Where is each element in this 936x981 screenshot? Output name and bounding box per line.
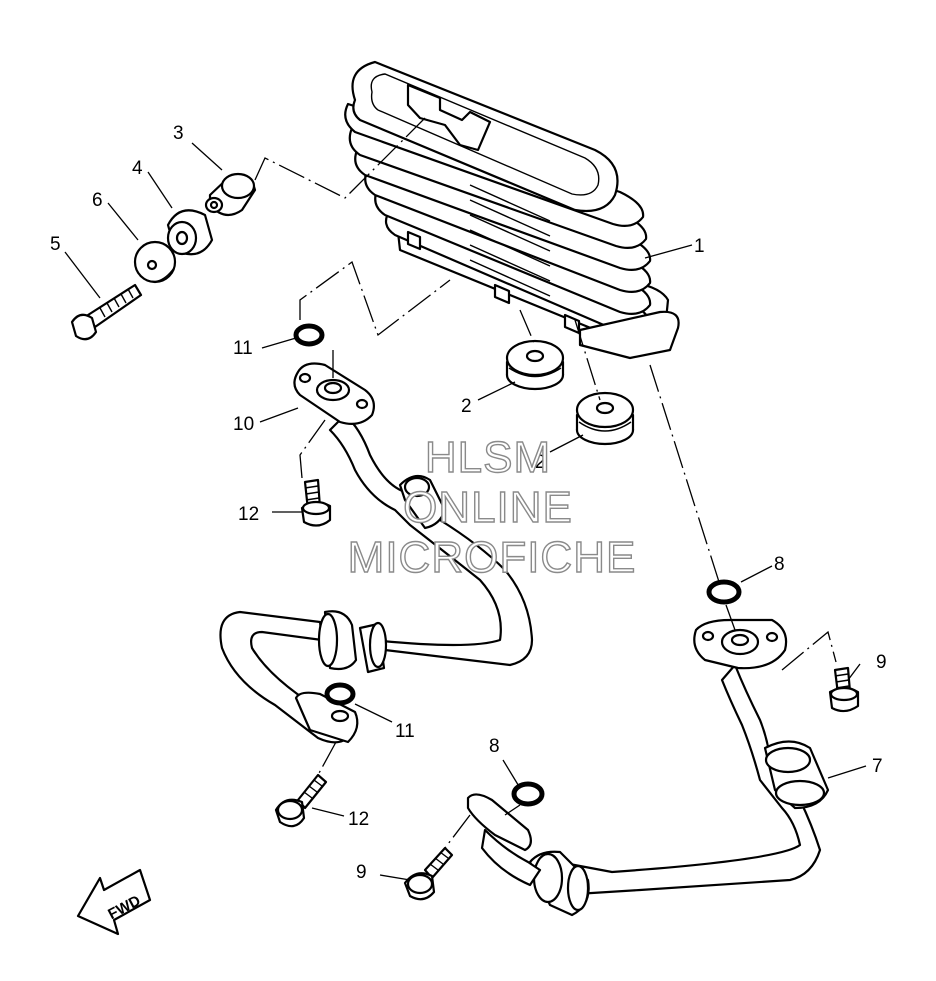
o-ring-11-upper[interactable]: [293, 323, 325, 347]
callout-2-upper[interactable]: 2: [461, 396, 472, 417]
bolt-12-upper[interactable]: [300, 478, 332, 527]
callout-12-lower[interactable]: 12: [348, 809, 369, 830]
bolt-12-lower[interactable]: [274, 773, 328, 828]
callout-labels: 1 2 2 3 4 5 6 7 8 8 9 9 10 11 11 12 12: [50, 123, 887, 883]
callout-9-lower[interactable]: 9: [356, 862, 367, 883]
lower-oil-pipe-left[interactable]: [219, 610, 388, 744]
callout-4[interactable]: 4: [132, 158, 143, 179]
callout-8-lower[interactable]: 8: [489, 736, 500, 757]
bolt-9-lower[interactable]: [403, 846, 454, 901]
callout-9-upper[interactable]: 9: [876, 652, 887, 673]
callout-3[interactable]: 3: [173, 123, 184, 144]
bolt-9-upper[interactable]: [828, 666, 860, 713]
grommet-upper[interactable]: [505, 339, 565, 391]
callout-7[interactable]: 7: [872, 756, 883, 777]
watermark: HLSM ONLINE MICROFICHE: [347, 432, 637, 582]
watermark-line-3: MICROFICHE: [348, 533, 637, 582]
callout-2-lower[interactable]: 2: [535, 452, 546, 473]
bolt-long[interactable]: [70, 283, 143, 341]
watermark-line-1: HLSM: [425, 433, 551, 482]
callout-11-upper[interactable]: 11: [233, 338, 253, 359]
damper[interactable]: [166, 209, 214, 256]
oil-hose-right[interactable]: [466, 618, 830, 917]
callout-11-lower[interactable]: 11: [395, 721, 415, 742]
o-ring-11-lower[interactable]: [324, 682, 356, 706]
o-ring-8-lower[interactable]: [511, 781, 545, 807]
leader-lines: [64, 142, 867, 881]
oil-cooler[interactable]: [344, 60, 680, 360]
grommet-lower[interactable]: [575, 391, 635, 446]
assembly-lines: [254, 117, 837, 849]
washer[interactable]: [133, 240, 177, 284]
fwd-arrow-icon: FWD: [76, 868, 152, 936]
callout-12-upper[interactable]: 12: [238, 504, 259, 525]
o-ring-8-upper[interactable]: [706, 579, 742, 605]
callout-10[interactable]: 10: [233, 414, 254, 435]
callout-6[interactable]: 6: [92, 190, 103, 211]
callout-8-upper[interactable]: 8: [774, 554, 785, 575]
watermark-line-2: ONLINE: [403, 483, 573, 532]
callout-5[interactable]: 5: [50, 234, 61, 255]
callout-1[interactable]: 1: [694, 236, 705, 257]
collar[interactable]: [204, 172, 257, 217]
